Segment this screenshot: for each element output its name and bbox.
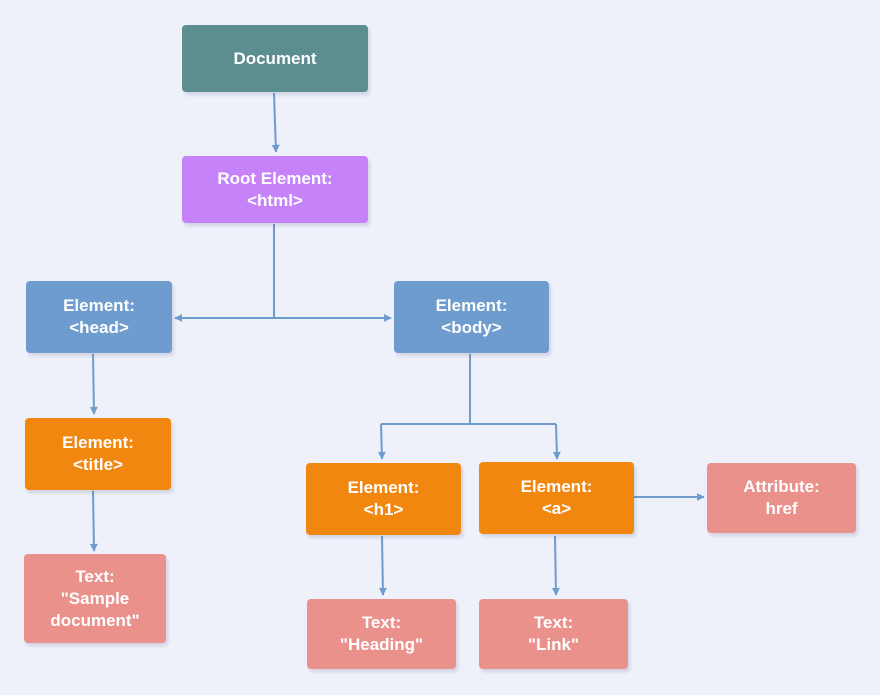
node-label: Attribute: bbox=[743, 477, 820, 496]
node-tag: <a> bbox=[541, 499, 572, 518]
h1-element-node: Element: <h1> bbox=[306, 463, 461, 535]
node-label: Text: bbox=[533, 613, 574, 632]
node-label: Element: bbox=[520, 477, 593, 496]
title-element-node: Element: <title> bbox=[25, 418, 171, 490]
node-tag: <h1> bbox=[363, 500, 404, 519]
node-value-cont: document" bbox=[50, 610, 140, 630]
edge-title-text bbox=[89, 490, 98, 552]
head-element-node: Element: <head> bbox=[26, 281, 172, 353]
root-element-node: Root Element: <html> bbox=[182, 156, 368, 223]
body-element-node: Element: <body> bbox=[394, 281, 549, 353]
node-label: Element: bbox=[435, 296, 508, 315]
node-value: "Link" bbox=[527, 635, 580, 654]
edge-a-text bbox=[551, 535, 560, 596]
node-tag: <head> bbox=[69, 318, 129, 337]
node-tag: <body> bbox=[441, 318, 502, 337]
edge-head-title bbox=[89, 353, 98, 415]
document-node: Document bbox=[182, 25, 368, 92]
edge-h1-text bbox=[378, 535, 387, 596]
a-element-node: Element: <a> bbox=[479, 462, 634, 534]
node-label: Text: bbox=[361, 613, 402, 632]
node-label: Element: bbox=[347, 478, 420, 497]
text-heading-node: Text: "Heading" bbox=[307, 599, 456, 669]
edge-body-h1 bbox=[377, 423, 386, 460]
text-sample-document-node: Text: "Sample document" bbox=[24, 554, 166, 643]
node-value: "Sample bbox=[60, 588, 130, 608]
node-label: Element: bbox=[63, 296, 135, 315]
attribute-href-node: Attribute: href bbox=[707, 463, 856, 533]
node-label: Document bbox=[233, 48, 317, 68]
node-value: href bbox=[765, 499, 798, 518]
node-value: "Heading" bbox=[339, 635, 424, 654]
node-label: Text: bbox=[75, 566, 115, 586]
node-label: Element: bbox=[62, 433, 134, 452]
edge-document-root bbox=[271, 92, 280, 153]
node-tag: <html> bbox=[247, 190, 303, 210]
node-label: Root Element: bbox=[217, 168, 333, 188]
text-link-node: Text: "Link" bbox=[479, 599, 628, 669]
edge-body-a bbox=[552, 423, 561, 460]
node-tag: <title> bbox=[72, 455, 124, 474]
